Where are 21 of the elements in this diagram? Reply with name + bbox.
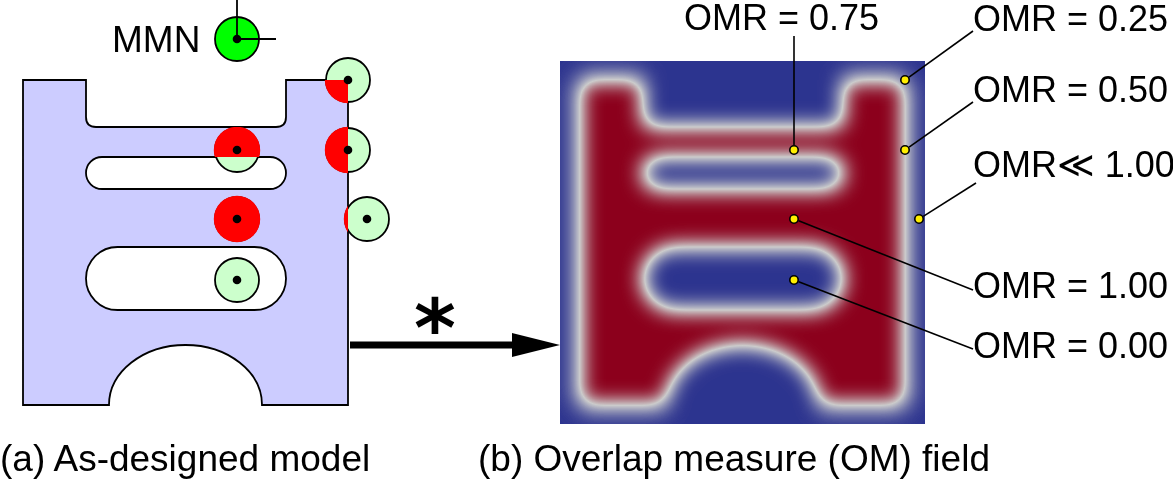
point-marker (789, 214, 799, 224)
arrow (350, 333, 560, 357)
part-outline (22, 79, 350, 407)
value-label: OMR = 0.25 (973, 1, 1171, 37)
value-label: OMR = 1.00 (973, 268, 1171, 304)
leader-line (922, 182, 977, 218)
point-marker (789, 275, 799, 285)
figure-caption: (a) As-designed model (0, 438, 371, 480)
value-label: OMR≪ 1.00 (973, 147, 1171, 183)
point-marker (900, 145, 910, 155)
frame-label: MMN (112, 21, 201, 58)
value-label: OMR = 0.00 (973, 328, 1171, 364)
leader-line (797, 220, 974, 291)
point-marker (900, 75, 910, 85)
value-label: OMR = 0.75 (684, 0, 882, 36)
edge-label: * (412, 295, 458, 335)
figure-caption: (b) Overlap measure (OM) field (478, 438, 990, 480)
point-marker (789, 145, 799, 155)
leader-line (793, 35, 795, 146)
point-marker (914, 214, 924, 224)
value-label: OMR = 0.50 (973, 72, 1171, 108)
